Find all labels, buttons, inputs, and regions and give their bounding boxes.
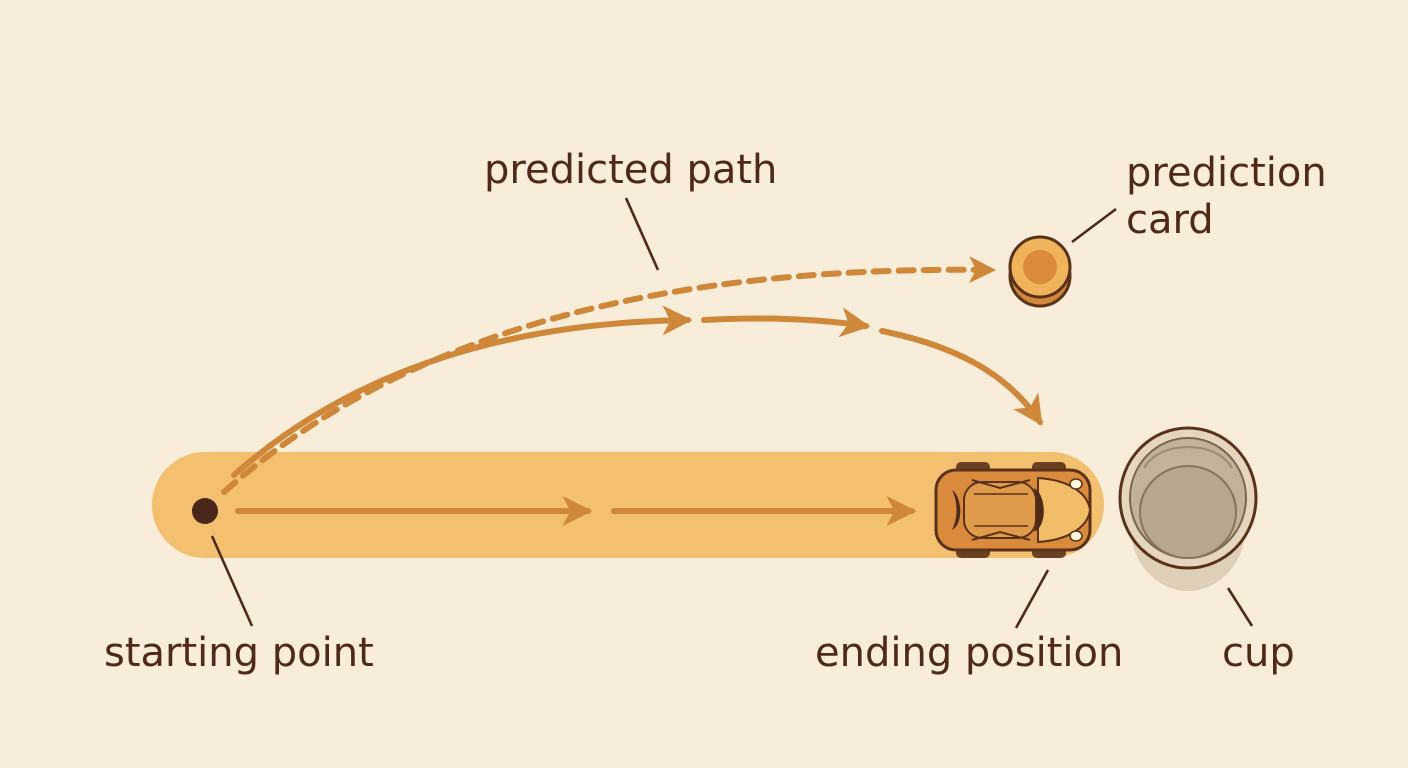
cup-leader <box>1226 587 1254 627</box>
track <box>152 452 1104 558</box>
predicted-path-arrow <box>221 256 997 495</box>
starting-point-leader <box>210 535 254 627</box>
predicted-dashed-path <box>221 256 997 495</box>
solid-curved-path <box>231 305 1043 478</box>
prediction-card-label-line1: prediction <box>1126 150 1327 196</box>
predicted-path-label: predicted path <box>484 147 777 193</box>
curved-arrow-2 <box>701 307 871 338</box>
prediction-card-token <box>1008 235 1072 308</box>
cup-label: cup <box>1222 630 1295 676</box>
cup-icon <box>1118 426 1258 591</box>
starting-point-dot <box>192 498 218 524</box>
predicted-path-leader <box>624 197 660 271</box>
labels: predicted path prediction card starting … <box>104 147 1327 676</box>
ending-position-label: ending position <box>815 630 1123 676</box>
curved-arrow-1 <box>231 305 693 478</box>
curved-arrow-3 <box>879 328 1043 426</box>
prediction-card-label-line2: card <box>1126 197 1214 243</box>
starting-point-label: starting point <box>104 630 374 676</box>
car-icon <box>934 462 1092 558</box>
leader-lines <box>210 197 1254 629</box>
ending-position-leader <box>1014 569 1050 629</box>
prediction-card-leader <box>1071 207 1117 244</box>
